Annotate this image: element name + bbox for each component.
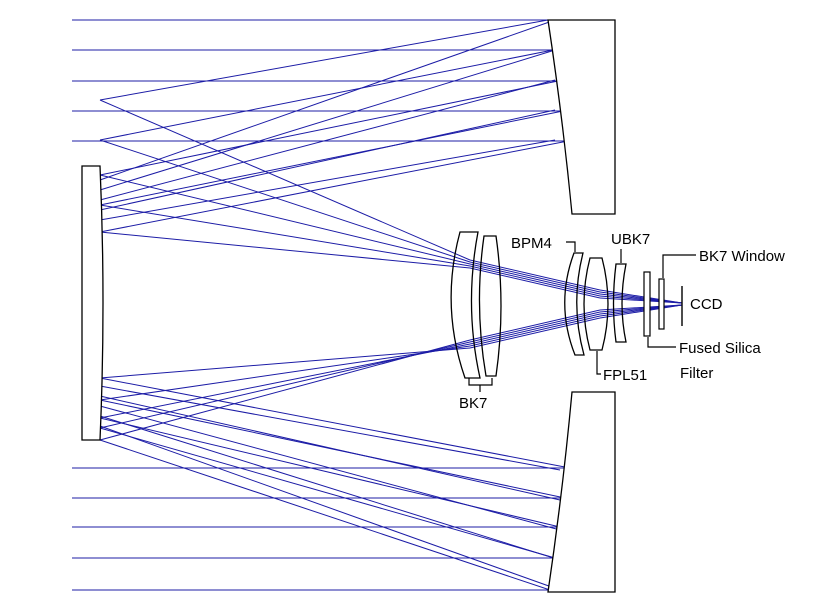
- reflected-ray: [99, 19, 549, 101]
- converging-ray: [99, 139, 471, 263]
- cross-ray: [99, 19, 556, 181]
- secondary-mirror: [81, 165, 104, 441]
- primary-mirror-lower: [547, 391, 616, 593]
- cross-ray: [99, 385, 561, 471]
- fpl51-leader: [596, 351, 601, 375]
- converging-ray: [469, 309, 601, 341]
- fpl51-lens: [583, 257, 609, 351]
- bk7-window-leader: [662, 254, 696, 278]
- label-bk7: BK7: [459, 395, 487, 412]
- converging-ray: [469, 261, 601, 293]
- cross-ray: [99, 49, 556, 191]
- cross-ray: [99, 109, 556, 211]
- converging-ray: [99, 345, 471, 401]
- cross-ray: [99, 139, 556, 221]
- converging-ray: [99, 204, 471, 267]
- label-filter: Filter: [680, 365, 713, 382]
- reflected-ray: [99, 80, 559, 176]
- label-ubk7: UBK7: [611, 231, 650, 248]
- bk7-lens-2: [478, 235, 502, 377]
- label-fused-silica: Fused Silica: [679, 340, 761, 357]
- converging-ray: [469, 259, 601, 291]
- converging-ray: [469, 265, 601, 297]
- converging-ray: [99, 231, 471, 269]
- converging-ray: [469, 311, 601, 343]
- converging-ray: [469, 313, 601, 345]
- cross-ray: [99, 79, 556, 201]
- cross-ray: [99, 405, 561, 531]
- light-rays: [72, 19, 683, 591]
- fused-silica-leader: [647, 337, 676, 348]
- converging-ray: [99, 347, 471, 379]
- cross-ray: [99, 425, 561, 591]
- fused-silica-filter: [643, 271, 651, 337]
- label-bk7-window: BK7 Window: [699, 248, 785, 265]
- label-leaders: [468, 241, 696, 392]
- reflected-ray: [99, 110, 564, 206]
- label-fpl51: FPL51: [603, 367, 647, 384]
- reflected-ray: [99, 427, 556, 559]
- converging-ray: [99, 99, 471, 261]
- bk7-bracket: [468, 378, 493, 386]
- reflected-ray: [99, 439, 551, 591]
- converging-ray: [469, 317, 601, 349]
- reflected-ray: [99, 377, 571, 469]
- bpm4-leader: [566, 241, 576, 252]
- label-bpm4: BPM4: [511, 235, 552, 252]
- cross-ray: [99, 415, 561, 561]
- primary-mirror-upper: [547, 19, 616, 215]
- converging-ray: [469, 263, 601, 295]
- reflected-ray: [99, 417, 561, 528]
- reflected-ray: [99, 140, 569, 233]
- bk7-lens-1: [450, 231, 481, 379]
- converging-ray: [469, 315, 601, 347]
- bpm4-lens: [564, 252, 585, 356]
- converging-ray: [469, 267, 601, 299]
- label-ccd: CCD: [690, 296, 723, 313]
- cross-ray: [99, 395, 561, 501]
- reflected-ray: [99, 49, 554, 141]
- converging-ray: [99, 174, 471, 265]
- ubk7-lens: [612, 263, 627, 343]
- converging-ray: [99, 339, 471, 441]
- bk7-window: [658, 278, 665, 330]
